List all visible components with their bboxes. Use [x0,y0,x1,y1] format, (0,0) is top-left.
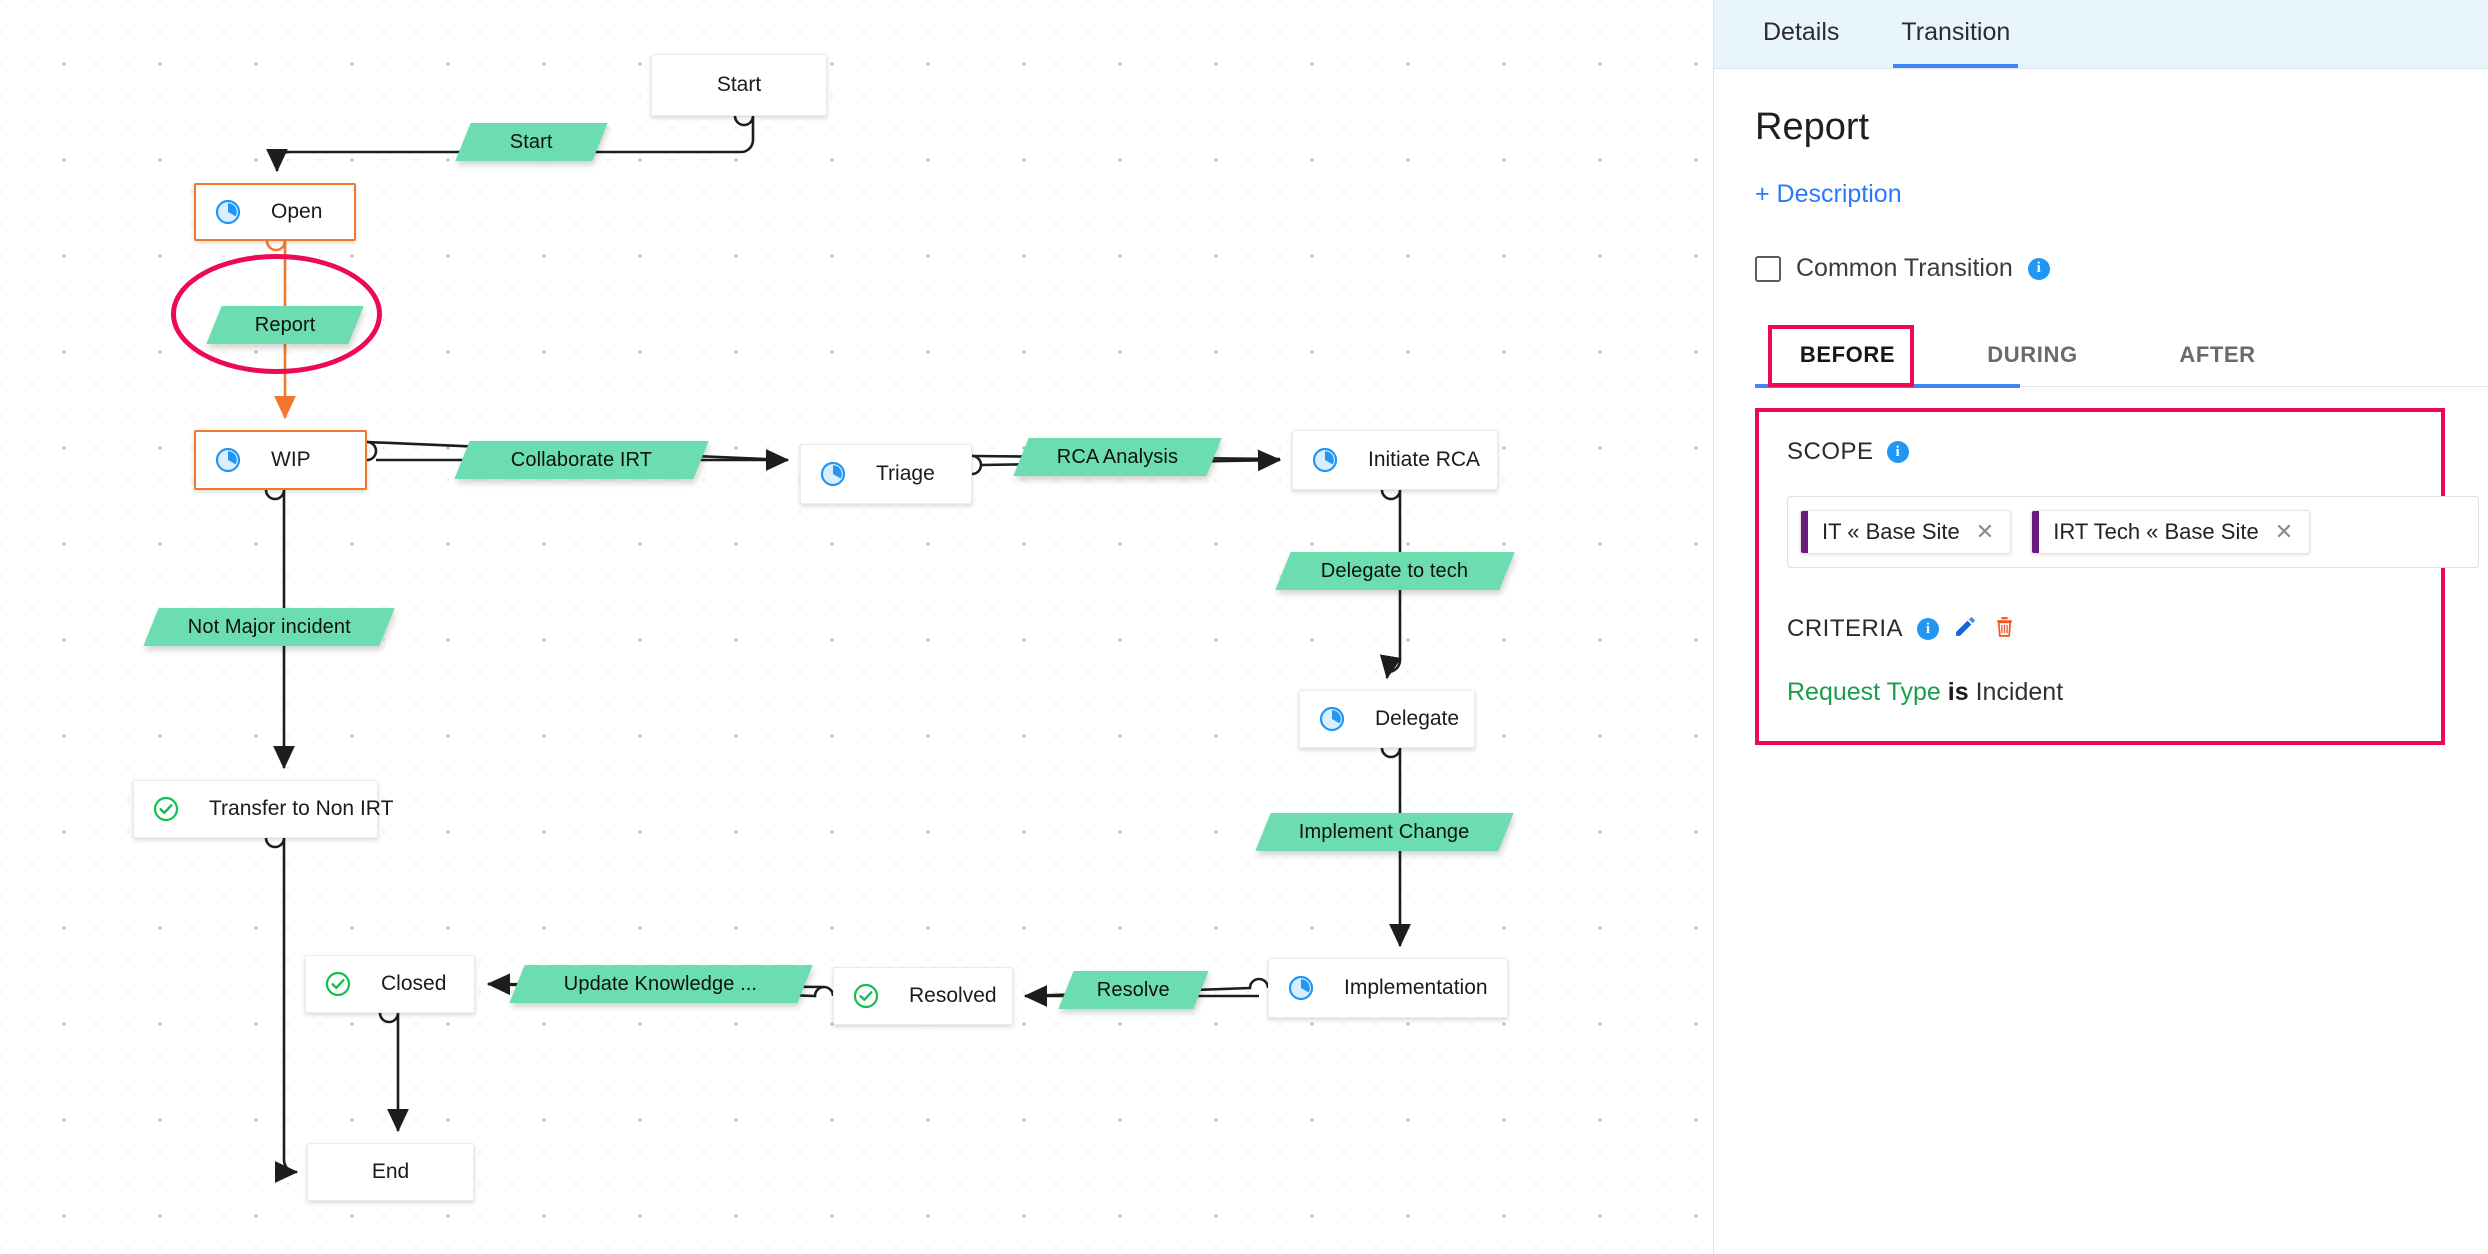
status-check-icon [325,971,351,997]
stage-tab-after[interactable]: AFTER [2179,342,2256,367]
common-transition-label: Common Transition [1796,254,2013,282]
status-clock-icon [215,447,241,473]
common-transition-checkbox[interactable] [1755,255,1781,282]
node-label: End [371,1160,410,1183]
criteria-info-icon[interactable]: i [1917,618,1940,640]
stage-tabs: BEFORE DURING AFTER [1755,325,2488,388]
scope-heading: SCOPE [1787,438,1874,465]
criteria-expression: Request Type is Incident [1787,678,2441,707]
stage-tab-before[interactable]: BEFORE [1799,342,1896,367]
transition-label-t-updateknow[interactable]: Update Knowledge ... [509,965,813,1003]
transition-text: Delegate to tech [1321,559,1469,582]
common-transition-row: Common Transition i [1755,254,2488,283]
scope-heading-row: SCOPE i [1787,438,2441,466]
status-clock-icon [215,199,241,225]
edit-icon[interactable] [1953,614,1978,644]
workflow-canvas[interactable]: Start Open WIP Triage Initiate RCA Deleg… [0,0,1714,1254]
workflow-node-resolved[interactable]: Resolved [833,967,1013,1025]
status-clock-icon [820,461,846,487]
workflow-node-initrca[interactable]: Initiate RCA [1292,430,1498,490]
info-icon[interactable]: i [2027,257,2050,280]
node-label: Delegate [1375,707,1460,730]
status-clock-icon [1319,706,1345,732]
stage-tab-during[interactable]: DURING [1987,342,2078,367]
transition-label-t-start[interactable]: Start [455,123,608,161]
node-label: WIP [271,448,311,471]
criteria-operator: is [1947,678,1969,706]
node-label: Start [716,73,762,96]
scope-chip[interactable]: IRT Tech « Base Site ✕ [2031,510,2311,554]
transition-label-t-report[interactable]: Report [206,306,364,344]
chip-label: IT « Base Site [1822,519,1960,544]
workflow-node-delegate[interactable]: Delegate [1299,690,1475,748]
transition-text: Not Major incident [187,615,351,638]
criteria-heading-row: CRITERIA i [1787,614,2441,644]
criteria-value: Incident [1975,678,2064,706]
transition-label-t-implement[interactable]: Implement Change [1255,813,1514,851]
transition-text: Resolve [1097,978,1170,1001]
node-label: Transfer to Non IRT [209,797,394,820]
workflow-node-impl[interactable]: Implementation [1268,958,1508,1018]
node-label: Open [271,200,323,223]
chip-label: IRT Tech « Base Site [2053,519,2259,544]
transition-text: Collaborate IRT [510,448,653,471]
delete-icon[interactable] [1992,614,2017,644]
workflow-node-transfer[interactable]: Transfer to Non IRT [133,780,393,838]
chip-remove-icon[interactable]: ✕ [2274,519,2294,544]
chip-color-bar [2032,511,2040,553]
node-label: Triage [876,462,935,485]
panel-tabbar: Details Transition [1714,0,2488,69]
status-check-icon [153,796,179,822]
transition-label-t-resolve[interactable]: Resolve [1058,971,1209,1009]
chip-color-bar [1801,511,1808,553]
workflow-node-end[interactable]: End [307,1143,474,1201]
node-label: Implementation [1344,976,1488,999]
node-label: Closed [381,972,447,995]
transition-text: Update Knowledge ... [564,972,758,995]
before-tab-highlight [1768,325,1914,387]
page-title: Report [1755,106,1870,148]
workflow-node-open[interactable]: Open [194,183,356,241]
workflow-node-closed[interactable]: Closed [305,955,475,1013]
criteria-field: Request Type [1787,678,1941,706]
chip-remove-icon[interactable]: ✕ [1975,519,1995,544]
workflow-node-start[interactable]: Start [651,54,827,116]
transition-text: RCA Analysis [1056,445,1179,468]
transition-detail-panel: Details Transition Report + Description … [1714,0,2488,1254]
scope-info-icon[interactable]: i [1886,441,1909,463]
workflow-node-triage[interactable]: Triage [800,444,972,504]
transition-label-t-notmajor[interactable]: Not Major incident [143,608,395,646]
transition-text: Start [510,130,553,153]
scope-criteria-panel: SCOPE i IT « Base Site ✕ IRT Tech « Base… [1755,408,2479,745]
transition-text: Implement Change [1299,820,1470,843]
scope-chip[interactable]: IT « Base Site ✕ [1800,510,2012,554]
status-clock-icon [1288,975,1314,1001]
transition-label-t-collab[interactable]: Collaborate IRT [454,441,709,479]
scope-chip-input[interactable]: IT « Base Site ✕ IRT Tech « Base Site ✕ [1787,496,2479,568]
status-check-icon [853,983,879,1009]
transition-text: Report [254,313,316,336]
tab-details[interactable]: Details [1763,18,1840,46]
add-description-link[interactable]: + Description [1755,180,1902,208]
transition-label-t-rca[interactable]: RCA Analysis [1013,438,1222,476]
tab-transition[interactable]: Transition [1893,0,2019,69]
node-label: Initiate RCA [1368,448,1481,471]
status-clock-icon [1312,447,1338,473]
panel-body: Report + Description Common Transition i… [1714,106,2488,745]
criteria-heading: CRITERIA [1787,615,1904,642]
node-label: Resolved [909,984,997,1007]
transition-label-t-deleg[interactable]: Delegate to tech [1275,552,1515,590]
workflow-node-wip[interactable]: WIP [194,430,367,490]
